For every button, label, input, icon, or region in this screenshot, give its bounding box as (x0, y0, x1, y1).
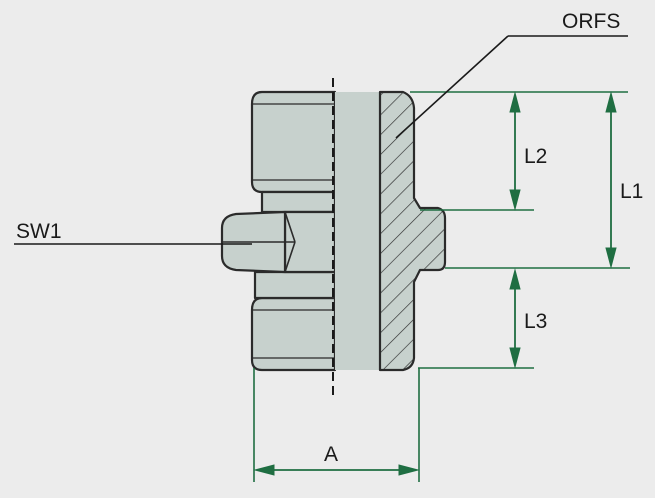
fitting-body (220, 90, 337, 372)
leader-orfs (395, 35, 628, 139)
label-orfs: ORFS (562, 10, 620, 33)
bore (335, 92, 380, 370)
dimension-l3 (509, 268, 521, 369)
label-l1: L1 (620, 180, 643, 203)
label-sw1: SW1 (16, 220, 62, 243)
lower-collar (253, 270, 337, 300)
dimension-a (253, 464, 420, 476)
upper-collar (260, 190, 337, 214)
label-l3: L3 (524, 310, 547, 333)
dimension-l1 (605, 91, 617, 269)
label-a: A (324, 443, 338, 466)
lower-thread-body (250, 296, 337, 372)
section-hatched (378, 90, 447, 372)
upper-thread-body (250, 90, 337, 194)
dimension-l2 (509, 91, 521, 211)
label-l2: L2 (524, 145, 547, 168)
